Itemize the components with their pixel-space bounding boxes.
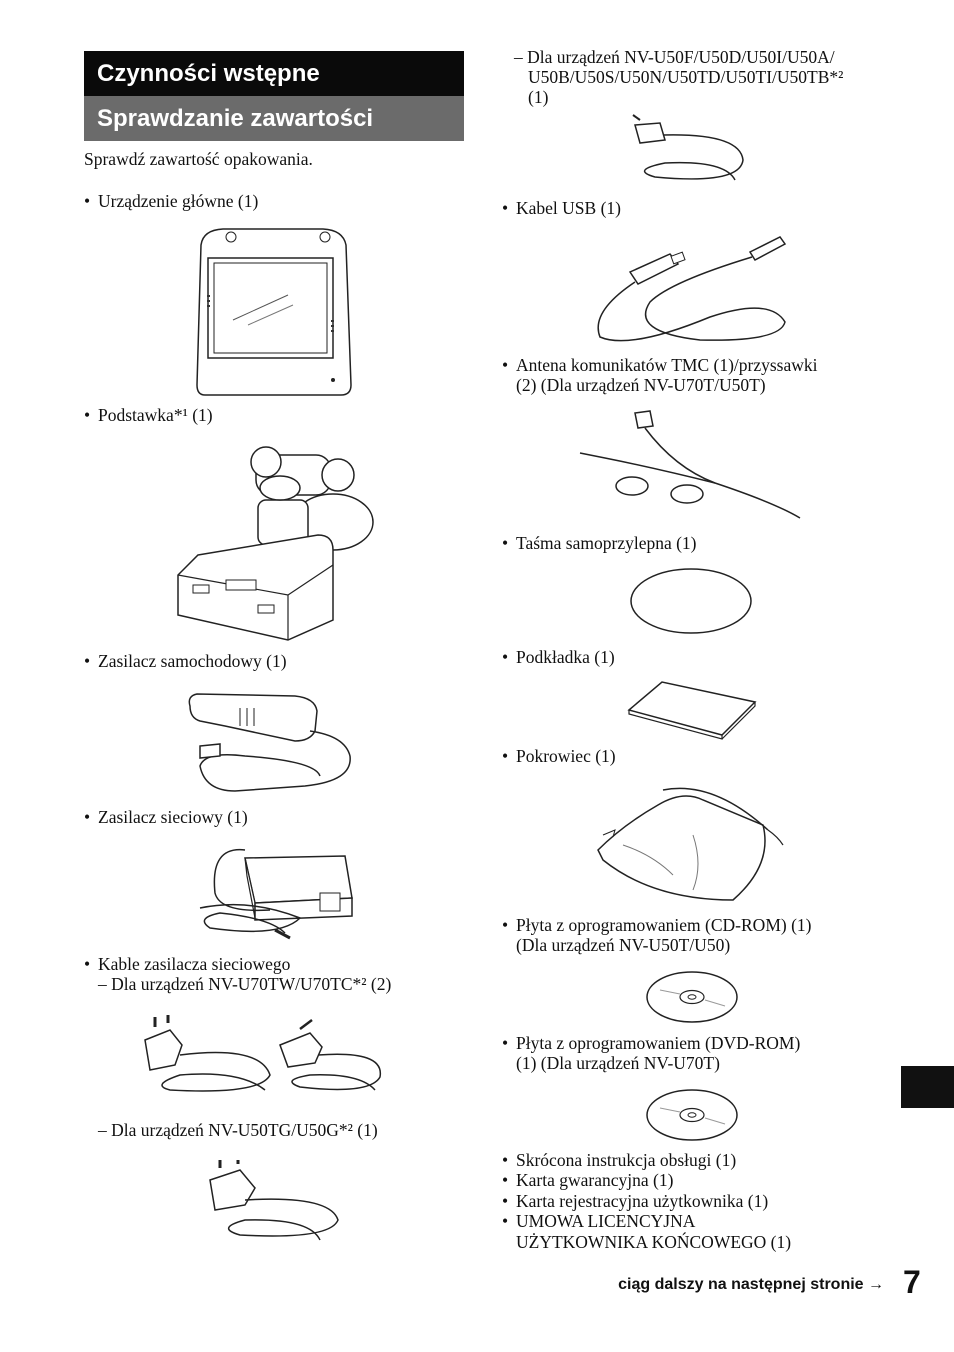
power-cables-tg-illustration — [200, 1160, 345, 1245]
cradle-illustration — [168, 440, 378, 640]
car-adapter-illustration — [185, 686, 360, 801]
tmc-antenna-illustration — [575, 408, 805, 526]
continued-note: ciąg dalszy na następnej stronie → — [618, 1276, 884, 1293]
item-doc-warranty: Karta gwarancyjna (1) — [502, 1170, 673, 1190]
section-title: Czynności wstępne — [84, 51, 464, 96]
item-doc-quickstart: Skrócona instrukcja obsługi (1) — [502, 1150, 736, 1170]
item-pad: Podkładka (1) — [502, 647, 615, 667]
item-dvd-line1: Płyta z oprogramowaniem (DVD-ROM) — [502, 1033, 800, 1053]
page-number: 7 — [903, 1264, 921, 1300]
power-cables-tw-illustration — [140, 1015, 390, 1100]
item-dvd-line2: (1) (Dla urządzeń NV-U70T) — [516, 1053, 720, 1073]
item-power-cables: Kable zasilacza sieciowego — [84, 954, 290, 974]
section-subtitle: Sprawdzanie zawartości — [84, 96, 464, 141]
item-cd-line1: Płyta z oprogramowaniem (CD-ROM) (1) — [502, 915, 812, 935]
intro-text: Sprawdź zawartość opakowania. — [84, 149, 313, 169]
adhesive-disc-illustration — [628, 567, 754, 635]
models-line1: – Dla urządzeń NV-U50F/U50D/U50I/U50A/ — [514, 47, 835, 67]
item-main-unit: Urządzenie główne (1) — [84, 191, 258, 211]
main-unit-illustration — [193, 225, 353, 400]
eu-power-cable-illustration — [625, 115, 750, 190]
section-tab-marker — [901, 1066, 954, 1108]
item-usb-cable: Kabel USB (1) — [502, 198, 621, 218]
item-tmc-line1: Antena komunikatów TMC (1)/przyssawki — [502, 355, 818, 375]
pouch-illustration — [593, 775, 793, 905]
item-doc-registration: Karta rejestracyjna użytkownika (1) — [502, 1191, 768, 1211]
item-ac-adapter: Zasilacz sieciowy (1) — [84, 807, 248, 827]
item-tmc-line2: (2) (Dla urządzeń NV-U70T/U50T) — [516, 375, 766, 395]
item-adhesive: Taśma samoprzylepna (1) — [502, 533, 697, 553]
item-car-adapter: Zasilacz samochodowy (1) — [84, 651, 287, 671]
models-line3: (1) — [528, 87, 549, 107]
dvd-rom-illustration — [645, 1088, 739, 1142]
item-power-cables-tg: – Dla urządzeń NV-U50TG/U50G*² (1) — [98, 1120, 378, 1140]
item-case: Pokrowiec (1) — [502, 746, 616, 766]
ac-adapter-illustration — [190, 838, 360, 948]
item-doc-eula: UMOWA LICENCYJNA — [502, 1211, 695, 1231]
usb-cable-illustration — [590, 232, 790, 350]
item-power-cables-tw: – Dla urządzeń NV-U70TW/U70TC*² (2) — [98, 974, 392, 994]
item-doc-eula-cont: UŻYTKOWNIKA KOŃCOWEGO (1) — [516, 1232, 792, 1252]
cd-rom-illustration — [645, 970, 739, 1024]
item-cradle: Podstawka*¹ (1) — [84, 405, 213, 425]
models-line2: U50B/U50S/U50N/U50TD/U50TI/U50TB*² — [528, 67, 844, 87]
pad-illustration — [627, 680, 757, 742]
item-cd-line2: (Dla urządzeń NV-U50T/U50) — [516, 935, 731, 955]
